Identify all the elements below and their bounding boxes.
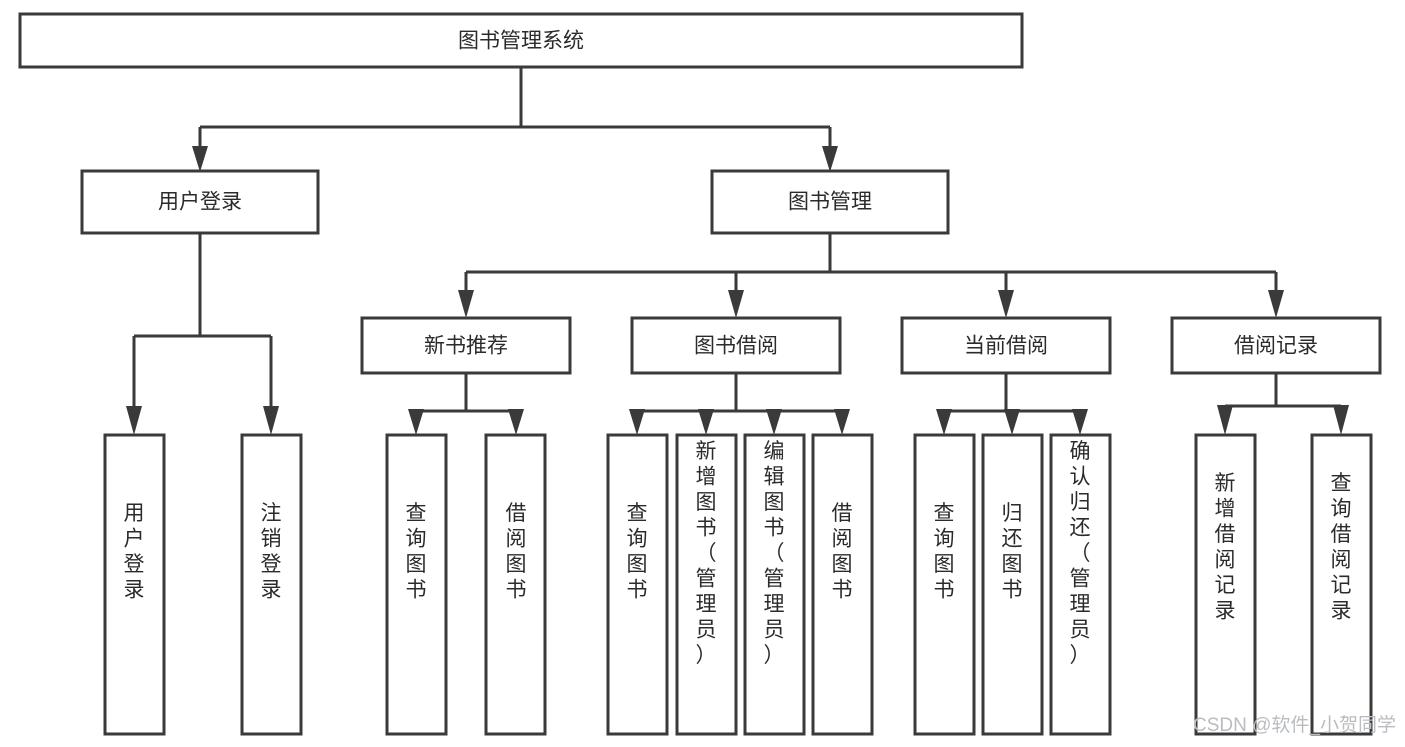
- node-new-book-recommend-box[interactable]: [360, 316, 572, 375]
- node-leaf-logout-login-label: 注销登录: [261, 502, 282, 602]
- node-leaf-edit-book-admin-box[interactable]: [743, 433, 806, 736]
- node-leaf-add-book-admin[interactable]: 新增图书（管理员）: [675, 433, 738, 736]
- node-root-label: 图书管理系统: [458, 30, 584, 53]
- node-leaf-confirm-return-admin-label: 确认归还（管理员）: [1070, 440, 1091, 667]
- arrow-to-leaf-logout-login: [263, 406, 279, 435]
- node-leaf-add-book-admin-label: 新增图书（管理员）: [696, 440, 717, 667]
- node-leaf-return-book-label: 归还图书: [1002, 502, 1023, 602]
- arrow-to-leaf-user-login: [126, 406, 142, 435]
- arrow-to-current-borrow: [998, 290, 1014, 318]
- node-leaf-add-borrow-record[interactable]: 新增借阅记录: [1194, 433, 1257, 736]
- node-leaf-add-book-admin-box[interactable]: [675, 433, 738, 736]
- node-current-borrow-label: 当前借阅: [964, 335, 1048, 358]
- node-user-login-box[interactable]: [80, 169, 320, 235]
- node-book-management[interactable]: 图书管理: [710, 169, 950, 235]
- node-leaf-user-login-box[interactable]: [103, 433, 166, 736]
- node-leaf-user-login[interactable]: 用户登录: [103, 433, 166, 736]
- node-book-borrow-box[interactable]: [630, 316, 842, 375]
- node-borrow-record-box[interactable]: [1170, 316, 1382, 375]
- arrow-to-user-login: [192, 146, 208, 172]
- node-leaf-query-borrow-record-label: 查询借阅记录: [1331, 472, 1352, 623]
- node-current-borrow-box[interactable]: [900, 316, 1112, 375]
- node-book-management-box[interactable]: [710, 169, 950, 235]
- node-leaf-add-borrow-record-label: 新增借阅记录: [1215, 472, 1236, 623]
- node-leaf-query-book-borrow-label: 查询图书: [627, 502, 648, 602]
- node-leaf-query-book-current[interactable]: 查询图书: [913, 433, 976, 736]
- arrow-to-leaf-query-borrow-record: [1333, 405, 1349, 435]
- node-leaf-borrow-book-recommend-box[interactable]: [484, 433, 547, 736]
- node-new-book-recommend[interactable]: 新书推荐: [360, 316, 572, 375]
- arrow-to-leaf-query-book-borrow: [629, 409, 645, 435]
- node-current-borrow[interactable]: 当前借阅: [900, 316, 1112, 375]
- node-book-borrow[interactable]: 图书借阅: [630, 316, 842, 375]
- node-leaf-query-book-borrow[interactable]: 查询图书: [606, 433, 669, 736]
- node-leaf-confirm-return-admin-box[interactable]: [1049, 433, 1112, 736]
- arrow-to-leaf-add-book-admin: [698, 409, 714, 435]
- node-leaf-add-borrow-record-box[interactable]: [1194, 433, 1257, 736]
- connector-layer: [126, 67, 1349, 435]
- node-leaf-query-book-borrow-box[interactable]: [606, 433, 669, 736]
- node-leaf-return-book[interactable]: 归还图书: [981, 433, 1044, 736]
- node-root-box[interactable]: [18, 12, 1024, 69]
- node-root[interactable]: 图书管理系统: [18, 12, 1024, 69]
- node-leaf-borrow-book[interactable]: 借阅图书: [811, 433, 874, 736]
- arrow-to-leaf-add-borrow-record: [1217, 405, 1233, 435]
- node-leaf-confirm-return-admin[interactable]: 确认归还（管理员）: [1049, 433, 1112, 736]
- node-leaf-return-book-box[interactable]: [981, 433, 1044, 736]
- arrow-to-leaf-borrow-book-recommend: [508, 409, 524, 435]
- node-leaf-query-book-recommend-box[interactable]: [385, 433, 448, 736]
- arrow-to-leaf-borrow-book: [834, 409, 850, 435]
- node-borrow-record[interactable]: 借阅记录: [1170, 316, 1382, 375]
- node-book-borrow-label: 图书借阅: [694, 335, 778, 358]
- arrow-to-leaf-query-book-recommend: [408, 409, 424, 435]
- arrow-to-leaf-confirm-return-admin: [1072, 409, 1088, 435]
- arrow-to-leaf-query-book-current: [936, 409, 952, 435]
- node-leaf-logout-login[interactable]: 注销登录: [240, 433, 303, 736]
- node-leaf-borrow-book-recommend[interactable]: 借阅图书: [484, 433, 547, 736]
- node-leaf-edit-book-admin[interactable]: 编辑图书（管理员）: [743, 433, 806, 736]
- arrow-to-book-management: [822, 146, 838, 172]
- node-user-login[interactable]: 用户登录: [80, 169, 320, 235]
- node-user-login-label: 用户登录: [158, 191, 242, 214]
- node-book-management-label: 图书管理: [788, 191, 872, 214]
- node-leaf-query-book-current-box[interactable]: [913, 433, 976, 736]
- node-leaf-borrow-book-recommend-label: 借阅图书: [506, 502, 527, 602]
- node-leaf-edit-book-admin-label: 编辑图书（管理员）: [764, 440, 785, 667]
- arrow-to-borrow-record: [1268, 290, 1284, 318]
- node-leaf-query-book-recommend-label: 查询图书: [406, 502, 427, 602]
- arrow-to-leaf-return-book: [1004, 409, 1020, 435]
- arrow-to-leaf-edit-book-admin: [766, 409, 782, 435]
- csdn-watermark: CSDN @软件_小贺同学: [1193, 714, 1396, 736]
- arrow-to-new-book-recommend: [458, 290, 474, 318]
- node-borrow-record-label: 借阅记录: [1234, 335, 1318, 358]
- node-leaf-logout-login-box[interactable]: [240, 433, 303, 736]
- node-leaf-user-login-label: 用户登录: [124, 502, 145, 602]
- node-leaf-query-borrow-record[interactable]: 查询借阅记录: [1310, 433, 1373, 736]
- node-leaf-query-book-recommend[interactable]: 查询图书: [385, 433, 448, 736]
- node-leaf-borrow-book-label: 借阅图书: [832, 502, 853, 602]
- arrow-to-book-borrow: [728, 290, 744, 318]
- node-leaf-query-book-current-label: 查询图书: [934, 502, 955, 602]
- node-leaf-borrow-book-box[interactable]: [811, 433, 874, 736]
- node-leaf-query-borrow-record-box[interactable]: [1310, 433, 1373, 736]
- node-new-book-recommend-label: 新书推荐: [424, 335, 508, 358]
